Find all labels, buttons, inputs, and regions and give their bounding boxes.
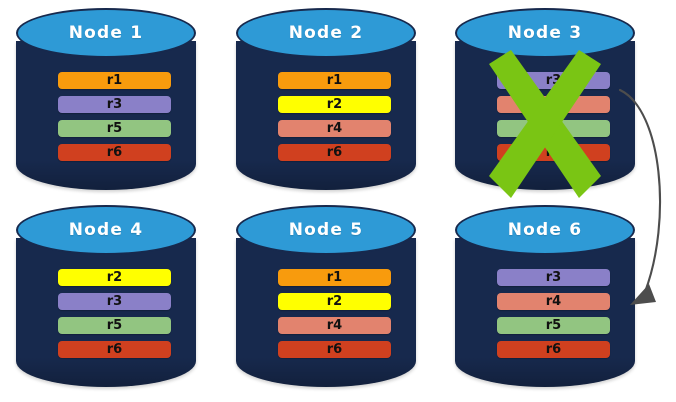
replica-bar[interactable]: r6 bbox=[58, 144, 171, 161]
replica-label: r4 bbox=[326, 318, 343, 333]
cylinder-bottom-shading bbox=[236, 357, 416, 387]
replica-bar[interactable]: r5 bbox=[497, 120, 610, 137]
replica-label: r1 bbox=[326, 270, 343, 285]
replica-label: r2 bbox=[326, 294, 343, 309]
cylinder-bottom-shading bbox=[16, 357, 196, 387]
cylinder-bottom-shading bbox=[455, 160, 635, 190]
replica-bar[interactable]: r1 bbox=[278, 72, 391, 89]
replica-label: r6 bbox=[106, 145, 123, 160]
replica-bar[interactable]: r4 bbox=[278, 317, 391, 334]
replica-label: r5 bbox=[545, 318, 562, 333]
replica-label: r3 bbox=[545, 270, 562, 285]
replica-label: r5 bbox=[106, 318, 123, 333]
node-cylinder-5[interactable]: Node 5 r1 r2 r4 r6 bbox=[236, 205, 416, 387]
node-label: Node 6 bbox=[507, 219, 583, 240]
replica-bar[interactable]: r5 bbox=[497, 317, 610, 334]
replica-label: r1 bbox=[326, 73, 343, 88]
replica-bar[interactable]: r3 bbox=[58, 293, 171, 310]
replica-bar[interactable]: r5 bbox=[58, 317, 171, 334]
cylinder-top-disc: Node 3 bbox=[455, 8, 635, 58]
replica-label: r6 bbox=[326, 342, 343, 357]
replica-list: r1 r2 r4 r6 bbox=[278, 269, 391, 358]
replica-label: r2 bbox=[326, 97, 343, 112]
cylinder-bottom-shading bbox=[236, 160, 416, 190]
replica-bar[interactable]: r6 bbox=[58, 341, 171, 358]
cylinder-top-disc: Node 4 bbox=[16, 205, 196, 255]
cylinder-bottom-shading bbox=[16, 160, 196, 190]
node-label: Node 5 bbox=[288, 219, 364, 240]
replica-list: r3 r4 r5 r6 bbox=[497, 269, 610, 358]
replica-bar[interactable]: r4 bbox=[497, 293, 610, 310]
replica-label: r6 bbox=[326, 145, 343, 160]
node-cylinder-2[interactable]: Node 2 r1 r2 r4 r6 bbox=[236, 8, 416, 190]
node-cylinder-1[interactable]: Node 1 r1 r3 r5 r6 bbox=[16, 8, 196, 190]
replica-label: r5 bbox=[106, 121, 123, 136]
replica-label: r6 bbox=[545, 145, 562, 160]
replica-bar[interactable]: r6 bbox=[497, 341, 610, 358]
node-label: Node 2 bbox=[288, 22, 364, 43]
replica-label: r4 bbox=[545, 97, 562, 112]
replica-bar[interactable]: r1 bbox=[278, 269, 391, 286]
node-label: Node 4 bbox=[68, 219, 144, 240]
replica-label: r1 bbox=[106, 73, 123, 88]
replica-label: r6 bbox=[106, 342, 123, 357]
replica-bar[interactable]: r6 bbox=[278, 341, 391, 358]
replica-bar[interactable]: r3 bbox=[497, 72, 610, 89]
node-label: Node 1 bbox=[68, 22, 144, 43]
replica-label: r2 bbox=[106, 270, 123, 285]
replica-bar[interactable]: r4 bbox=[278, 120, 391, 137]
cylinder-bottom-shading bbox=[455, 357, 635, 387]
cylinder-top-disc: Node 6 bbox=[455, 205, 635, 255]
replica-bar[interactable]: r2 bbox=[278, 96, 391, 113]
replica-bar[interactable]: r6 bbox=[278, 144, 391, 161]
replica-bar[interactable]: r3 bbox=[58, 96, 171, 113]
node-cylinder-4[interactable]: Node 4 r2 r3 r5 r6 bbox=[16, 205, 196, 387]
replica-list: r2 r3 r5 r6 bbox=[58, 269, 171, 358]
cylinder-top-disc: Node 2 bbox=[236, 8, 416, 58]
replica-bar[interactable]: r3 bbox=[497, 269, 610, 286]
cylinder-top-disc: Node 1 bbox=[16, 8, 196, 58]
replica-label: r4 bbox=[545, 294, 562, 309]
replica-label: r3 bbox=[545, 73, 562, 88]
replica-list: r1 r2 r4 r6 bbox=[278, 72, 391, 161]
cylinder-top-disc: Node 5 bbox=[236, 205, 416, 255]
node-label: Node 3 bbox=[507, 22, 583, 43]
replica-bar[interactable]: r6 bbox=[497, 144, 610, 161]
replica-list: r3 r4 r5 r6 bbox=[497, 72, 610, 161]
replica-label: r3 bbox=[106, 97, 123, 112]
replica-bar[interactable]: r2 bbox=[58, 269, 171, 286]
replica-label: r6 bbox=[545, 342, 562, 357]
replica-bar[interactable]: r2 bbox=[278, 293, 391, 310]
node-cylinder-6[interactable]: Node 6 r3 r4 r5 r6 bbox=[455, 205, 635, 387]
replica-bar[interactable]: r5 bbox=[58, 120, 171, 137]
replica-bar[interactable]: r1 bbox=[58, 72, 171, 89]
node-cylinder-3[interactable]: Node 3 r3 r4 r5 r6 bbox=[455, 8, 635, 198]
replica-label: r5 bbox=[545, 121, 562, 136]
replica-list: r1 r3 r5 r6 bbox=[58, 72, 171, 161]
replica-label: r4 bbox=[326, 121, 343, 136]
replica-label: r3 bbox=[106, 294, 123, 309]
replica-bar[interactable]: r4 bbox=[497, 96, 610, 113]
